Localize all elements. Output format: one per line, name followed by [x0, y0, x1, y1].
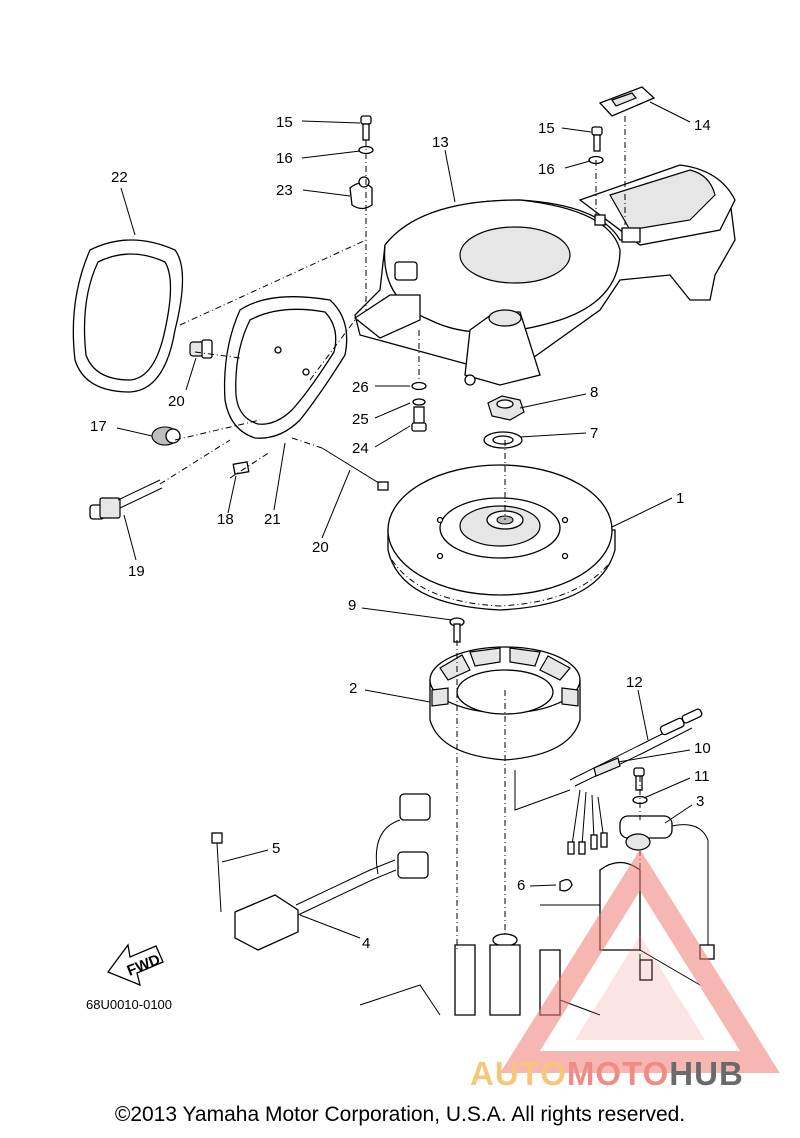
- callout-12: 12: [626, 674, 643, 691]
- part-7-washer: [483, 431, 523, 449]
- callout-7: 7: [590, 425, 598, 442]
- part-17-plug: [151, 426, 181, 446]
- callout-6: 6: [517, 877, 525, 894]
- part-25-washer: [412, 398, 426, 406]
- callout-26: 26: [352, 379, 369, 396]
- copyright-notice: ©2013 Yamaha Motor Corporation, U.S.A. A…: [114, 1103, 686, 1126]
- part-11-bolt: [632, 767, 648, 805]
- part-18-label: [232, 461, 250, 475]
- part-10-harness: [514, 757, 621, 855]
- part-26-washer: [411, 381, 427, 391]
- part-14-plate: [598, 86, 656, 117]
- part-15-bolt-right: [591, 126, 603, 152]
- automotohub-watermark-logo: [500, 849, 780, 1073]
- callout-15: 15: [276, 114, 293, 131]
- callout-1: 1: [676, 490, 684, 507]
- part-23-bracket: [349, 176, 373, 210]
- watermark-hub: HUB: [669, 1055, 744, 1092]
- watermark-moto: MOTO: [566, 1055, 670, 1092]
- callout-14: 14: [694, 117, 711, 134]
- part-9-screw: [449, 617, 465, 643]
- leader-lines: [116, 101, 693, 939]
- callout-20-lower: 20: [312, 539, 329, 556]
- part-22-seal: [72, 239, 184, 393]
- callout-5: 5: [272, 840, 280, 857]
- part-4-rectifier: [234, 793, 431, 951]
- part-6-clip: [559, 878, 573, 892]
- callout-3: 3: [696, 793, 704, 810]
- callout-22: 22: [111, 169, 128, 186]
- assembly-centerlines: [159, 116, 641, 960]
- callout-2: 2: [349, 680, 357, 697]
- part-24-bolt: [411, 406, 427, 432]
- callout-16: 16: [276, 150, 293, 167]
- part-1-flywheel: [387, 464, 616, 611]
- callout-19: 19: [128, 563, 145, 580]
- part-21-cover: [223, 296, 348, 439]
- callout-20-upper: 20: [168, 393, 185, 410]
- callout-23: 23: [276, 182, 293, 199]
- fwd-arrow-icon: FWD: [106, 943, 164, 987]
- callout-15-right: 15: [538, 120, 555, 137]
- callout-24: 24: [352, 440, 369, 457]
- callout-11: 11: [694, 768, 710, 785]
- callout-10: 10: [694, 740, 711, 757]
- callout-4: 4: [362, 935, 370, 952]
- watermark-text: AUTOMOTOHUB: [470, 1055, 744, 1093]
- part-20-clip: [189, 339, 213, 359]
- callouts: 1 2 3 4 5 6 7 8 9 10 11 12 13 14 15 15 1…: [90, 114, 711, 952]
- part-13-flywheel-cover: [353, 164, 736, 386]
- part-5-cable-tie: [211, 832, 223, 913]
- part-19-sensor: [89, 479, 163, 520]
- part-3-pulser-coil: [619, 815, 715, 960]
- part-15-bolt: [360, 115, 372, 141]
- callout-13: 13: [432, 134, 449, 151]
- callout-25: 25: [352, 411, 369, 428]
- callout-8: 8: [590, 384, 598, 401]
- callout-9: 9: [348, 597, 356, 614]
- callout-17: 17: [90, 418, 107, 435]
- part-20-tie: [321, 447, 389, 491]
- part-8-nut: [487, 395, 525, 421]
- callout-16-right: 16: [538, 161, 555, 178]
- diagram-code: 68U0010-0100: [86, 997, 173, 1012]
- watermark-auto: AUTO: [470, 1055, 567, 1092]
- callout-18: 18: [217, 511, 234, 528]
- callout-21: 21: [264, 511, 281, 528]
